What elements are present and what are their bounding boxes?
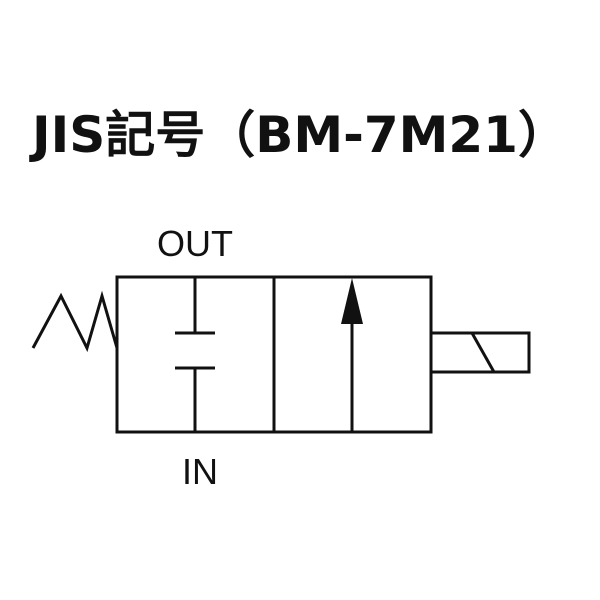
out-port-label: OUT [157,223,233,264]
page-title: JIS記号（BM-7M21） [32,106,568,164]
solenoid-symbol [429,331,531,374]
solenoid-diagonal [470,332,496,373]
spring-symbol [31,290,119,353]
in-port-label: IN [182,451,218,492]
flow-arrow-head [341,278,363,324]
